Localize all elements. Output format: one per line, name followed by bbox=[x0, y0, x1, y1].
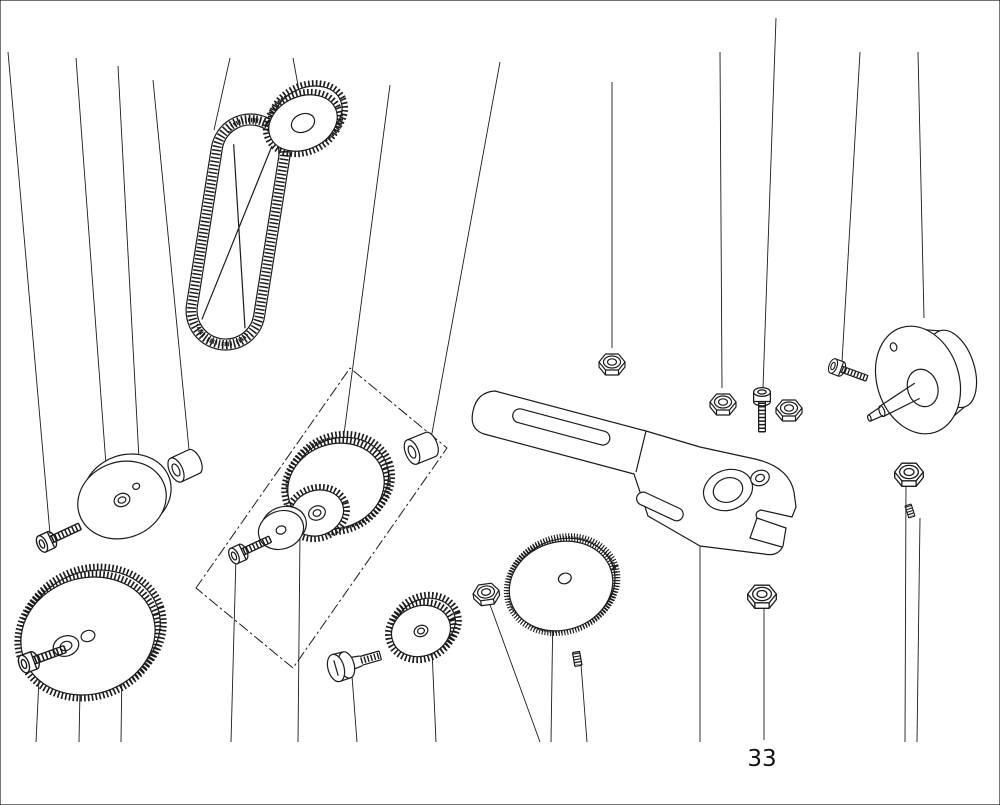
phantom-outline bbox=[195, 367, 448, 669]
set-screw-center bbox=[572, 651, 582, 666]
cap-screw-left bbox=[34, 518, 84, 554]
leader-lines bbox=[7, 17, 925, 743]
part-number-label: 33 bbox=[747, 746, 776, 772]
motor-housing bbox=[866, 325, 978, 435]
cap-screw-center bbox=[226, 532, 273, 566]
small-gear bbox=[385, 591, 462, 664]
hex-nut-center bbox=[471, 581, 502, 608]
flat-gear bbox=[503, 533, 621, 636]
spacer-bushing-center bbox=[400, 429, 443, 468]
spacer-bushing-left bbox=[164, 446, 207, 486]
hex-bolt-arm bbox=[754, 388, 771, 432]
hex-nut-below-arm bbox=[747, 584, 777, 609]
large-gear-lower-left bbox=[14, 563, 167, 702]
hex-nut-arm-right bbox=[775, 399, 803, 422]
hex-nut-upper bbox=[598, 353, 626, 376]
compound-gear bbox=[281, 430, 396, 543]
hex-nut-right bbox=[894, 462, 924, 487]
shoulder-screw bbox=[326, 650, 383, 683]
cap-screw-right bbox=[827, 357, 870, 385]
bracket-arm bbox=[471, 390, 797, 556]
disc-pulley-left bbox=[77, 453, 172, 540]
hex-nut-arm-left bbox=[709, 393, 737, 416]
set-screw-right bbox=[905, 504, 915, 518]
